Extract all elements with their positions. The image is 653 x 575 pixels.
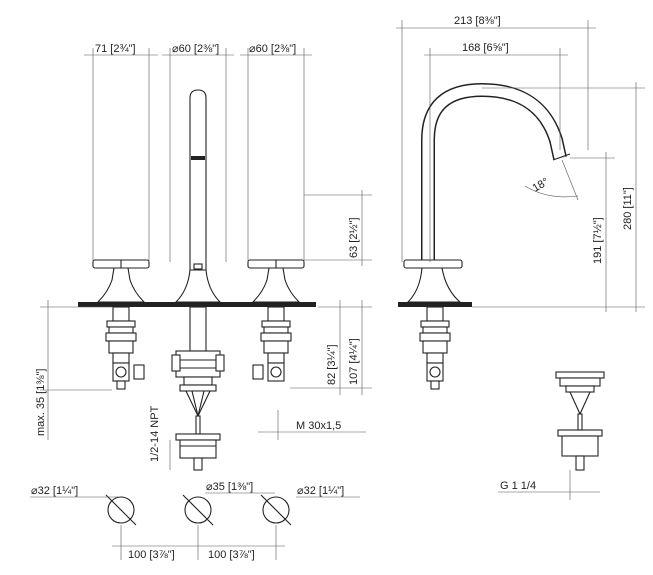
front-right-dims bbox=[290, 190, 372, 395]
center-body bbox=[171, 306, 225, 471]
side-view bbox=[396, 20, 645, 500]
side-handle bbox=[403, 259, 463, 269]
drain-assembly bbox=[555, 371, 605, 471]
dim-hole-dia-center: ⌀35 [1⅜"] bbox=[206, 481, 253, 493]
thread-dim bbox=[258, 410, 366, 440]
dim-spacing-left: 100 [3⅞"] bbox=[128, 549, 175, 561]
gooseneck-inner bbox=[422, 84, 566, 268]
dim-spout-reach: 168 [6⅝"] bbox=[462, 42, 509, 54]
dim-drain-thread: G 1 1/4 bbox=[500, 480, 536, 492]
dim-spout-height-handle: 63 [2½"] bbox=[348, 217, 360, 258]
dim-spout-reach-total: 213 [8⅜"] bbox=[454, 15, 501, 27]
dim-body-height-82: 82 [3¼"] bbox=[326, 344, 338, 385]
front-top-dims bbox=[84, 48, 312, 262]
left-valve-body bbox=[105, 306, 145, 390]
hole-leaders bbox=[30, 492, 360, 498]
center-spout bbox=[174, 89, 222, 303]
dim-hole-dia-right: ⌀32 [1¼"] bbox=[297, 485, 344, 497]
deck-plate bbox=[78, 302, 316, 307]
mounting-holes bbox=[105, 494, 292, 526]
spout-outlet bbox=[552, 153, 571, 161]
side-dims bbox=[396, 20, 645, 500]
front-left-dims bbox=[40, 300, 171, 470]
dim-handle-width: 71 [2¾"] bbox=[95, 43, 136, 55]
dim-npt: 1/2-14 NPT bbox=[149, 405, 161, 462]
dim-max-35: max. 35 [1⅜"] bbox=[35, 369, 47, 437]
side-valve bbox=[419, 306, 451, 390]
right-handle bbox=[247, 259, 305, 303]
spacing-dims bbox=[112, 525, 285, 560]
dim-spout-total-height: 280 [11"] bbox=[622, 187, 634, 230]
dim-handle-dia-left: ⌀60 [2⅜"] bbox=[172, 43, 219, 55]
left-handle bbox=[92, 259, 150, 303]
side-deck-plate bbox=[398, 302, 472, 307]
right-valve-body bbox=[252, 306, 292, 382]
dim-handle-dia-right: ⌀60 [2⅜"] bbox=[249, 43, 296, 55]
dim-hole-dia-left: ⌀32 [1¼"] bbox=[31, 485, 78, 497]
dim-spout-outlet-height: 191 [7½"] bbox=[592, 217, 604, 264]
dim-thread-m30: M 30x1,5 bbox=[296, 420, 341, 432]
front-view bbox=[30, 48, 372, 560]
dim-body-height-107: 107 [4¼"] bbox=[348, 338, 360, 385]
side-base bbox=[406, 267, 462, 303]
dim-spacing-right: 100 [3⅞"] bbox=[208, 549, 255, 561]
dim-spout-angle: 18° bbox=[531, 176, 551, 195]
